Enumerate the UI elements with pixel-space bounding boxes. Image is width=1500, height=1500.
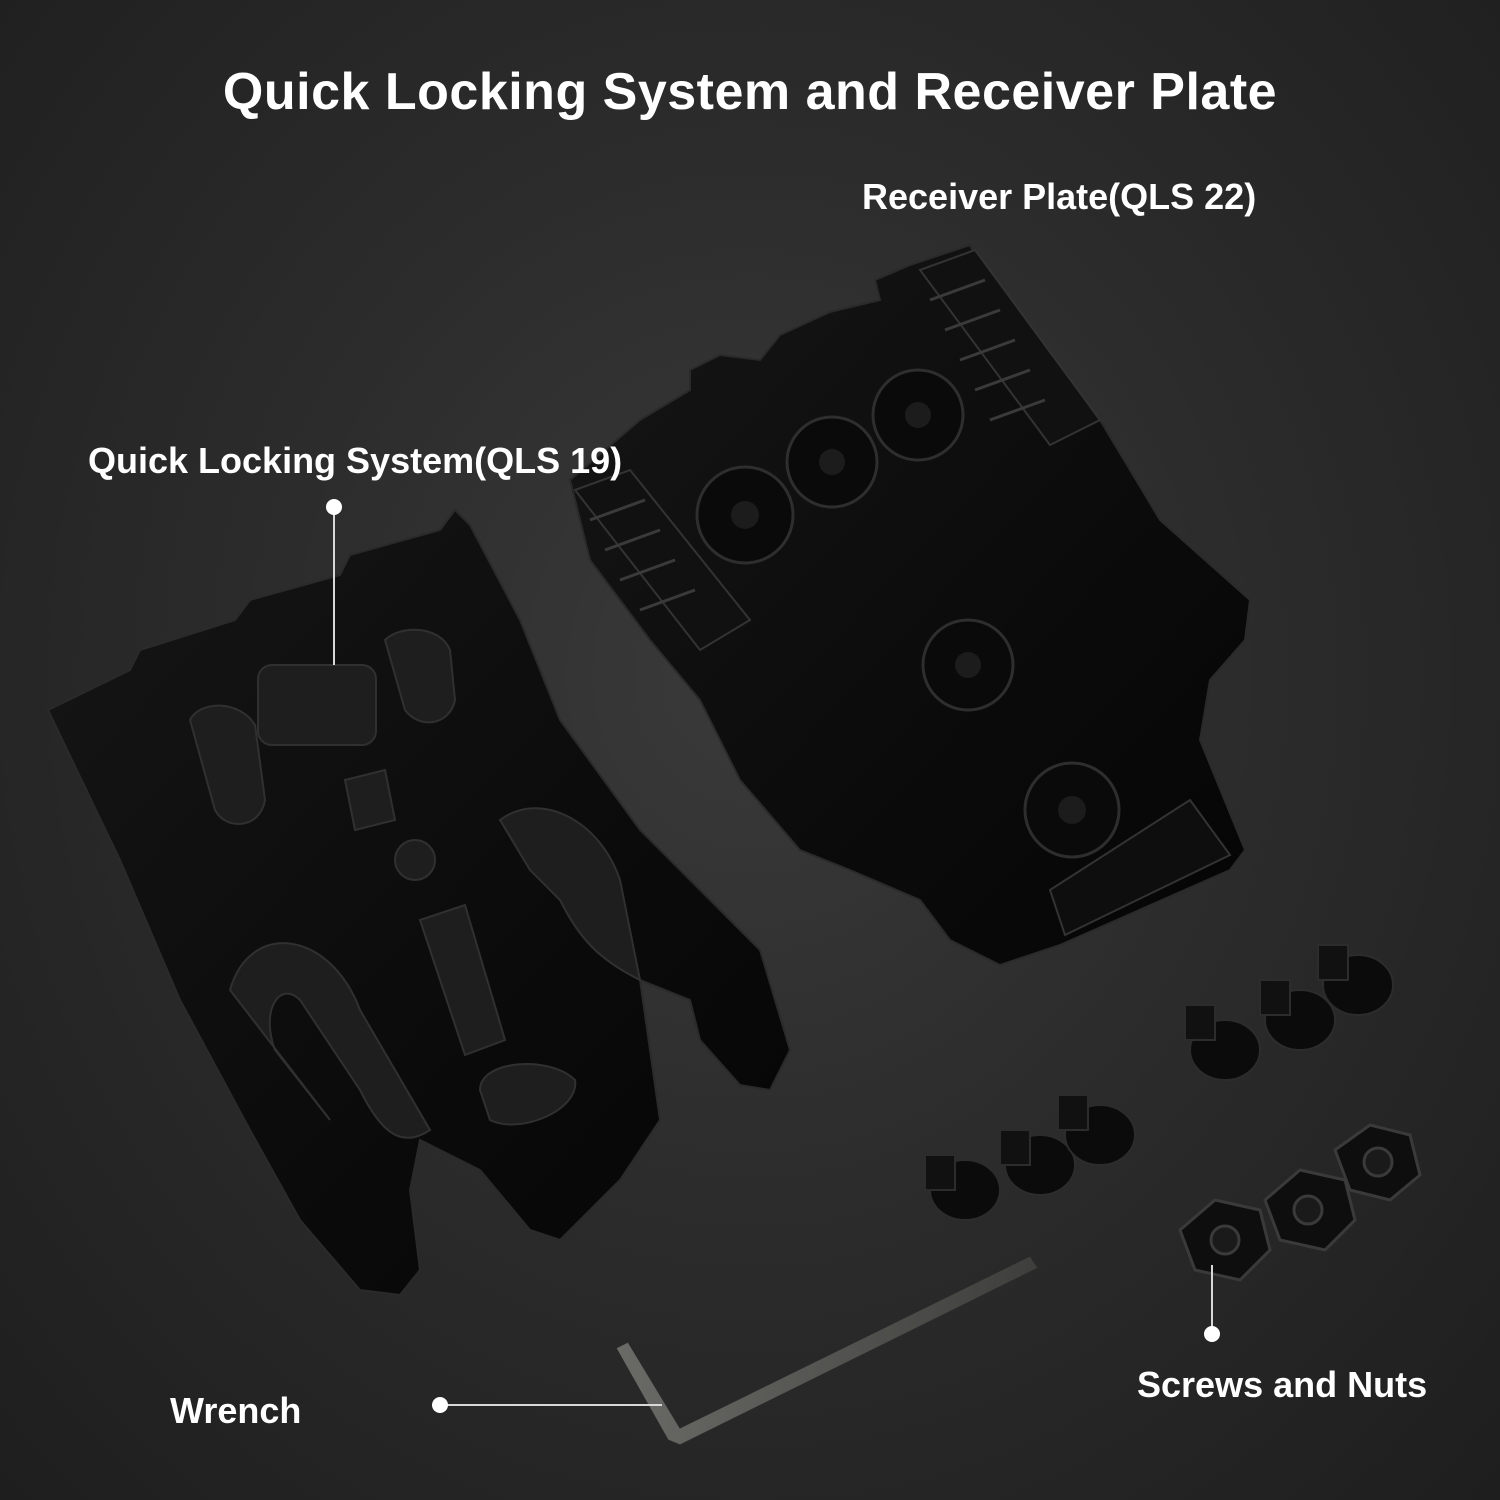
wrench-image xyxy=(615,1255,1039,1446)
screws-image xyxy=(924,944,1394,1221)
callout-dot-screws xyxy=(1204,1326,1220,1342)
receiver-plate-image xyxy=(568,243,1252,967)
callout-dot-qls xyxy=(326,499,342,515)
callout-dot-wrench xyxy=(432,1397,448,1413)
receiver-plate-label: Receiver Plate(QLS 22) xyxy=(862,176,1257,217)
callout-lines xyxy=(333,507,1213,1406)
nuts-image xyxy=(1178,1123,1422,1282)
page-title: Quick Locking System and Receiver Plate xyxy=(222,63,1278,121)
quick-locking-system-label: Quick Locking System(QLS 19) xyxy=(88,440,623,481)
quick-locking-system-image xyxy=(46,508,792,1297)
screws-and-nuts-label: Screws and Nuts xyxy=(1137,1364,1428,1405)
wrench-label: Wrench xyxy=(170,1390,302,1431)
